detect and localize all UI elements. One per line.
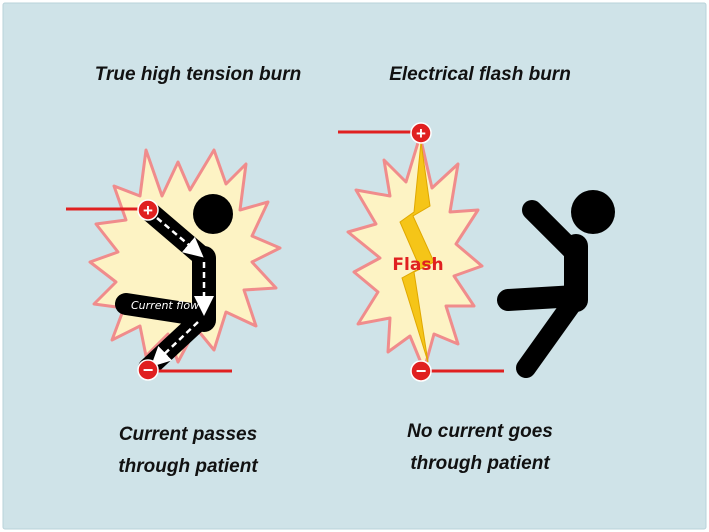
flash-label: Flash [392,255,443,275]
left-caption-line1: Current passes [119,424,257,445]
right-figure-head [571,190,615,234]
left-positive-terminal [137,199,159,221]
left-caption-line2: through patient [118,456,258,477]
right-negative-symbol: − [416,361,427,381]
lightning-bolt-icon [399,141,435,363]
left-illustration: Current flow + − [66,148,282,381]
current-arrow-leg [150,321,199,367]
right-negative-terminal [410,360,432,382]
left-title: True high tension burn [95,64,302,85]
current-flow-label: Current flow [131,299,199,312]
left-negative-symbol: − [143,360,154,380]
right-title: Electrical flash burn [389,64,571,85]
left-negative-terminal [137,359,159,381]
left-figure-head [193,194,233,234]
right-positive-terminal [410,122,432,144]
right-caption-line2: through patient [410,453,550,474]
right-figure-leg [516,288,586,378]
left-positive-symbol: + [143,201,153,220]
right-caption-line1: No current goes [407,421,553,442]
left-figure-thigh [115,293,215,327]
right-positive-symbol: + [416,124,426,143]
right-illustration: Flash + − [338,122,615,382]
current-arrow-arm [156,217,204,258]
